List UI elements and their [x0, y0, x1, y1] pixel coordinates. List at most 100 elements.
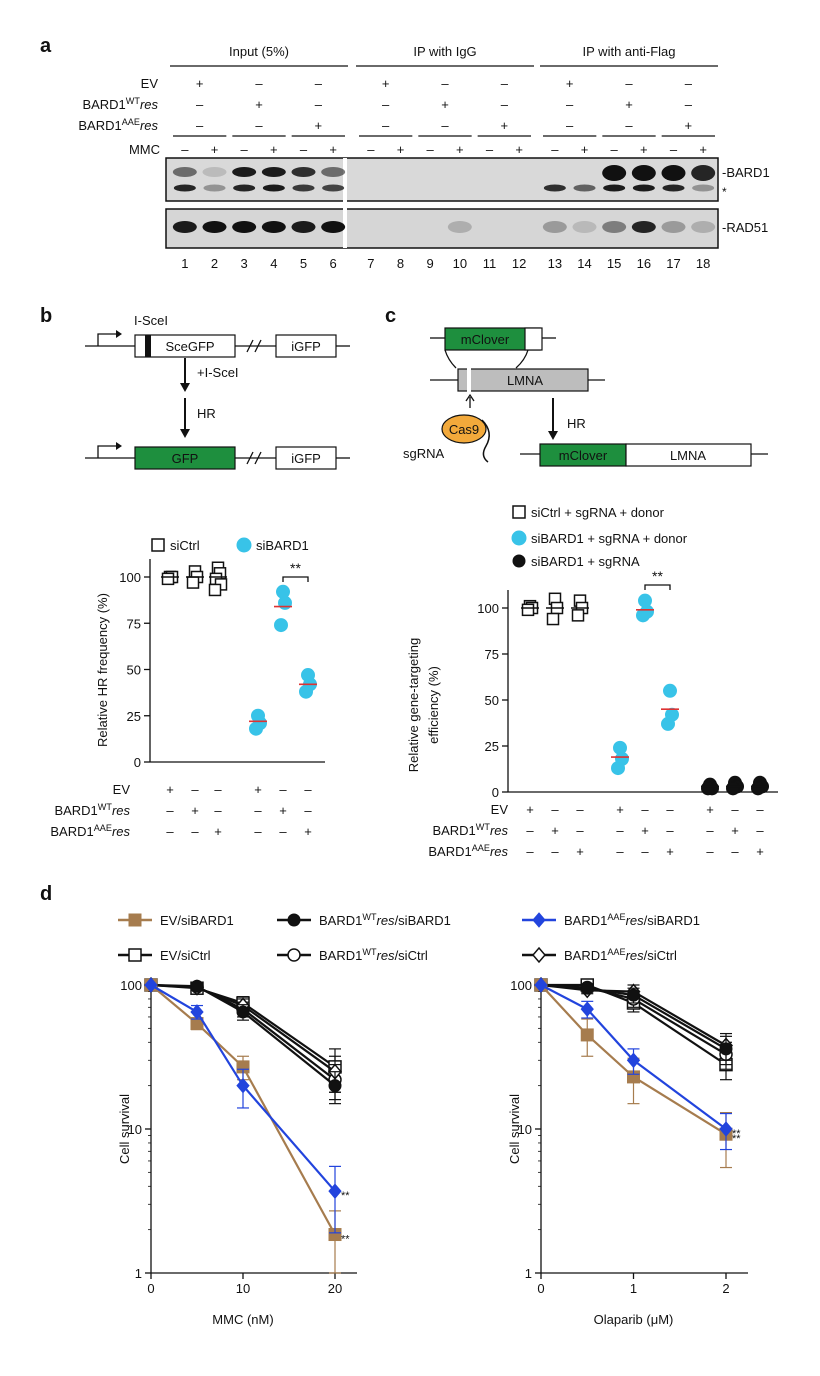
sign: –	[166, 824, 174, 839]
band-star	[603, 184, 626, 192]
row-label: EV	[491, 802, 509, 817]
data-point	[278, 595, 292, 610]
lane-number: 13	[548, 256, 562, 271]
band-bard1	[202, 167, 227, 177]
sign: –	[576, 802, 584, 817]
y-tick-label: 100	[120, 978, 142, 993]
mmc-sign: +	[211, 142, 219, 157]
significance-label: **	[732, 1133, 741, 1145]
legend-marker	[287, 948, 301, 962]
mmc-sign: +	[270, 142, 278, 157]
cas9-protein	[441, 414, 487, 444]
sign: –	[685, 97, 693, 112]
x-tick-label: 1	[630, 1281, 637, 1296]
legend-marker	[532, 946, 546, 964]
data-point	[144, 977, 158, 993]
data-point	[719, 1121, 733, 1137]
legend-label: EV/siBARD1	[160, 913, 234, 928]
row-label: BARD1WTres	[54, 802, 130, 818]
data-point	[663, 683, 677, 698]
data-point	[580, 981, 594, 995]
arrow-isce-head	[180, 383, 190, 392]
mmc-sign: +	[699, 142, 707, 157]
legend-label: siBARD1 + sgRNA + donor	[531, 531, 688, 546]
sign: –	[214, 782, 222, 797]
data-point	[208, 583, 222, 597]
band-rad51	[261, 221, 286, 233]
y-tick-label: 25	[127, 709, 141, 724]
data-point	[534, 977, 548, 993]
y-tick-label: 1	[525, 1266, 532, 1281]
lane-number: 17	[666, 256, 680, 271]
y-tick-label: 10	[128, 1122, 142, 1137]
legend-label: siCtrl	[170, 538, 200, 553]
band-label: -BARD1	[722, 165, 770, 180]
sign: +	[576, 844, 584, 859]
cas9-arrow	[465, 393, 475, 408]
lane-number: 18	[696, 256, 710, 271]
sign: –	[566, 97, 574, 112]
data-point	[190, 979, 204, 993]
data-point	[701, 781, 715, 796]
band-star	[573, 184, 596, 192]
lane-number: 15	[607, 256, 621, 271]
y-tick-label: 10	[518, 1122, 532, 1137]
mmc-sign: +	[456, 142, 464, 157]
band-bard1	[261, 167, 286, 177]
legend-label: siBARD1 + sgRNA	[531, 554, 640, 569]
panel-label-c: c	[385, 305, 396, 327]
mmc-sign: +	[640, 142, 648, 157]
mmc-sign: –	[551, 142, 559, 157]
blot-rad51	[165, 208, 719, 249]
band-star	[322, 184, 345, 192]
sign: –	[304, 803, 312, 818]
sign: +	[315, 118, 323, 133]
sign: –	[706, 844, 714, 859]
mmc-sign: –	[611, 142, 619, 157]
sign: –	[731, 844, 739, 859]
legend-label: siBARD1	[256, 538, 309, 553]
x-tick-label: 10	[236, 1281, 250, 1296]
lane-number: 3	[241, 256, 248, 271]
gfp-label: GFP	[172, 451, 199, 466]
promoter	[97, 333, 116, 346]
group-header: Input (5%)	[229, 44, 289, 59]
promoter-arrow	[116, 442, 122, 450]
band-bard1	[602, 165, 627, 181]
band-star	[662, 184, 685, 192]
legend-label: EV/siCtrl	[160, 948, 211, 963]
y-tick-label: 75	[127, 616, 141, 631]
data-point	[726, 781, 740, 796]
group-header: IP with anti-Flag	[583, 44, 676, 59]
sign: –	[501, 97, 509, 112]
sign: –	[641, 844, 649, 859]
x-tick-label: 0	[537, 1281, 544, 1296]
row-label: BARD1WTres	[432, 822, 508, 838]
significance-label: **	[290, 560, 301, 576]
sign: –	[196, 118, 204, 133]
band-bard1	[291, 167, 316, 177]
legend-marker	[512, 554, 526, 568]
sign: +	[756, 844, 764, 859]
sign: –	[196, 97, 204, 112]
sign: +	[641, 823, 649, 838]
lane-number: 14	[577, 256, 591, 271]
legend-label: BARD1AAEres/siCtrl	[564, 947, 677, 963]
significance-label: **	[652, 568, 663, 584]
x-axis-label: Olaparib (μM)	[594, 1312, 674, 1327]
mmc-sign: +	[515, 142, 523, 157]
data-point	[546, 612, 560, 626]
row-label: BARD1WTres	[82, 96, 158, 112]
sign: –	[255, 76, 263, 91]
sign: –	[191, 824, 199, 839]
data-point	[580, 1001, 594, 1017]
sign: –	[666, 823, 674, 838]
sign: +	[526, 802, 534, 817]
band-star	[292, 184, 315, 192]
data-point	[751, 781, 765, 796]
sign: –	[191, 782, 199, 797]
sign: –	[526, 844, 534, 859]
significance-label: **	[732, 1128, 741, 1140]
legend-marker	[151, 538, 165, 552]
sign: –	[441, 76, 449, 91]
